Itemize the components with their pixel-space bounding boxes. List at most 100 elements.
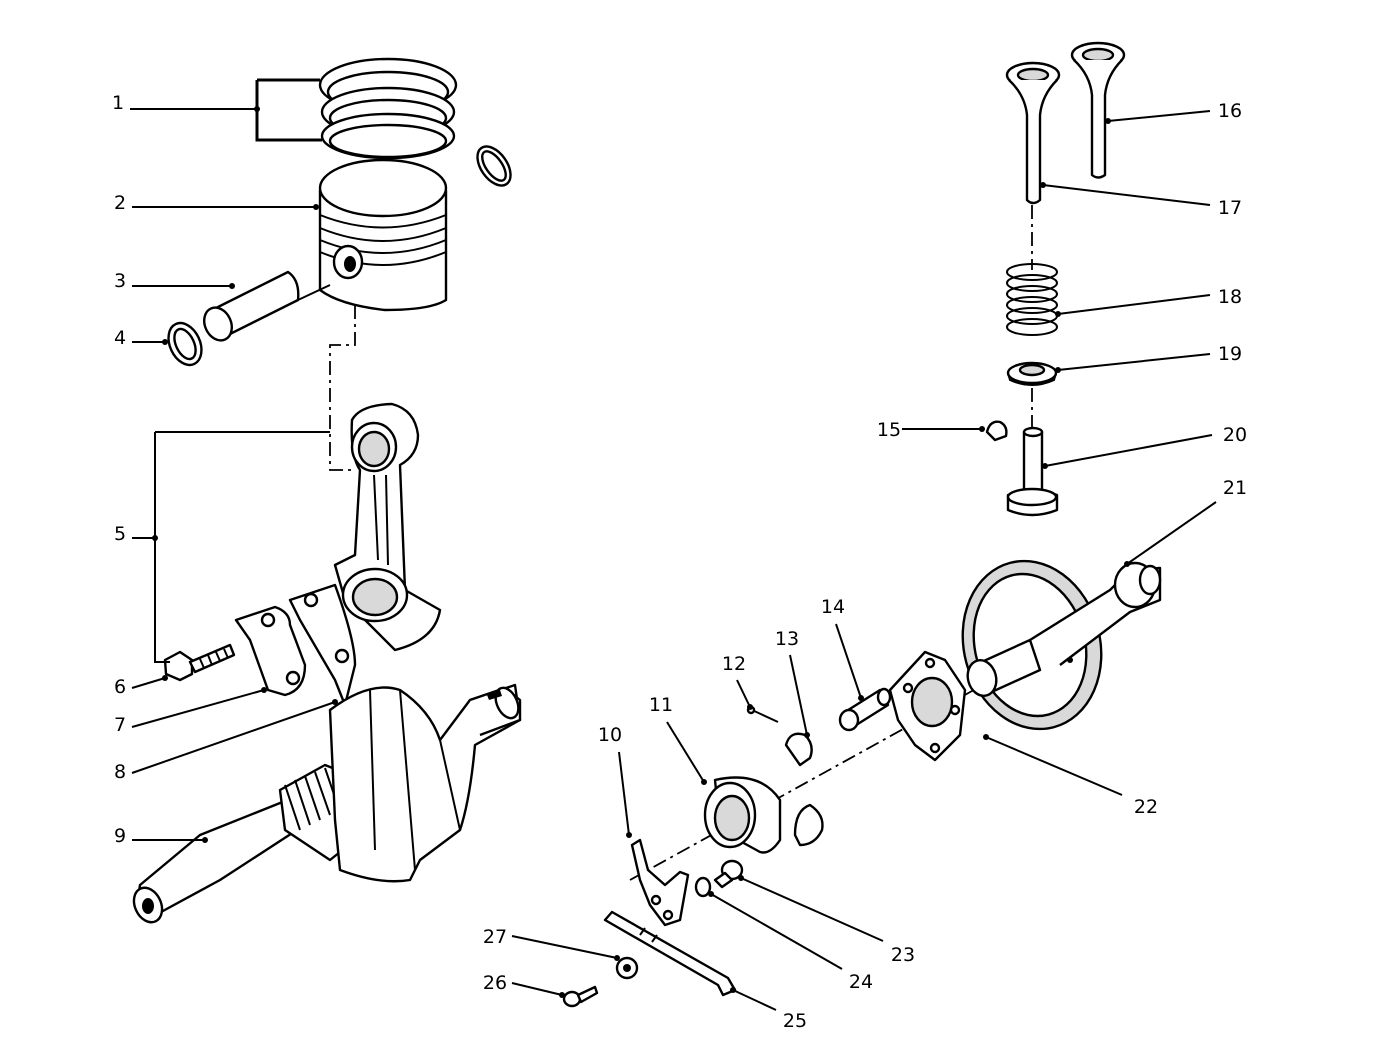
leader-line <box>618 751 630 836</box>
callout-24: 24 <box>708 891 873 993</box>
callout-number: 8 <box>114 761 126 783</box>
camshaft-gear <box>961 559 1162 731</box>
leader-line <box>1107 110 1211 122</box>
leader-dot <box>614 955 620 961</box>
callout-number: 5 <box>114 523 126 545</box>
leader-dot <box>261 687 267 693</box>
leader-dot <box>229 283 235 289</box>
leader-dot <box>983 734 989 740</box>
callout-number: 13 <box>775 628 799 650</box>
rod-bolt <box>163 643 236 682</box>
callout-number: 22 <box>1134 796 1158 818</box>
callout-11: 11 <box>649 694 707 785</box>
callout-number: 24 <box>849 971 873 993</box>
leader-dot <box>1040 182 1046 188</box>
callout-number: 21 <box>1223 477 1247 499</box>
callout-number: 27 <box>483 926 507 948</box>
leader-line <box>732 989 777 1011</box>
oil-ring <box>476 145 512 187</box>
leader-dot <box>708 891 714 897</box>
callout-10: 10 <box>598 724 632 838</box>
callout-number: 1 <box>112 92 124 114</box>
callout-number: 12 <box>722 653 746 675</box>
callout-number: 3 <box>114 270 126 292</box>
leader-line <box>1042 184 1211 206</box>
callout-22: 22 <box>983 734 1158 818</box>
callout-number: 19 <box>1218 343 1242 365</box>
leader-dot <box>701 779 707 785</box>
callout-18: 18 <box>1055 286 1242 317</box>
leader-dot <box>1124 561 1130 567</box>
leader-line <box>511 982 563 996</box>
callout-17: 17 <box>1040 182 1242 219</box>
intake-valve <box>1070 41 1126 179</box>
leader-dot <box>332 699 338 705</box>
leader-dot <box>162 339 168 345</box>
callout-number: 2 <box>114 192 126 214</box>
callout-number: 9 <box>114 825 126 847</box>
callout-number: 26 <box>483 972 507 994</box>
callout-1: 1 <box>112 92 260 114</box>
valve-tappet <box>1006 426 1059 517</box>
leader-dot <box>738 875 744 881</box>
cam-pin <box>838 687 892 732</box>
callout-number: 15 <box>877 419 901 441</box>
leader-line <box>736 679 751 708</box>
leader-dot <box>1055 311 1061 317</box>
callout-layer: 1234567891011121314151617181920212223242… <box>112 92 1247 1032</box>
callout-15: 15 <box>877 419 985 441</box>
leader-dot <box>626 832 632 838</box>
leader-dot <box>1055 367 1061 373</box>
leader-line <box>740 877 884 942</box>
retainer-lock <box>985 420 1008 442</box>
callout-13: 13 <box>775 628 810 738</box>
arm-screw <box>713 859 744 889</box>
leader-dot <box>804 732 810 738</box>
connecting-rod <box>333 402 442 652</box>
leader-line <box>1057 353 1211 371</box>
callout-number: 14 <box>821 596 845 618</box>
callout-number: 20 <box>1223 424 1247 446</box>
callout-3: 3 <box>114 270 235 292</box>
governor-cup <box>703 776 782 854</box>
pin-clip <box>167 321 203 367</box>
governor-arm <box>630 838 690 927</box>
exhaust-valve <box>1005 61 1061 205</box>
callout-20: 20 <box>1042 424 1247 469</box>
callout-number: 7 <box>114 714 126 736</box>
callout-21: 21 <box>1124 477 1247 567</box>
leader-line <box>666 721 705 783</box>
callout-25: 25 <box>730 987 807 1032</box>
callout-6: 6 <box>114 675 168 698</box>
callout-number: 18 <box>1218 286 1242 308</box>
callout-number: 4 <box>114 327 126 349</box>
piston-rings <box>255 57 458 160</box>
thrust-washer <box>793 803 824 847</box>
leader-line <box>835 623 862 699</box>
cam-plate <box>888 650 967 762</box>
arm-washer <box>694 876 712 898</box>
callout-16: 16 <box>1105 100 1242 124</box>
lock-plate <box>234 605 307 697</box>
callout-23: 23 <box>738 875 915 966</box>
leader-line <box>710 893 843 970</box>
leader-line <box>789 654 808 736</box>
leader-dot <box>254 106 260 112</box>
callout-number: 11 <box>649 694 673 716</box>
shaft-washer <box>615 956 639 980</box>
leader-line <box>131 677 166 689</box>
callout-8: 8 <box>114 699 338 783</box>
leader-line <box>511 935 618 959</box>
leader-line <box>131 701 336 774</box>
leader-line <box>1057 294 1211 315</box>
leader-dot <box>559 992 565 998</box>
spring-retainer <box>1006 361 1058 386</box>
callout-5-bracket <box>154 431 330 663</box>
leader-dot <box>162 675 168 681</box>
callout-4: 4 <box>114 327 168 349</box>
leader-line <box>1044 434 1213 467</box>
piston-pin <box>203 270 331 342</box>
callout-number: 10 <box>598 724 622 746</box>
callout-27: 27 <box>483 926 620 961</box>
